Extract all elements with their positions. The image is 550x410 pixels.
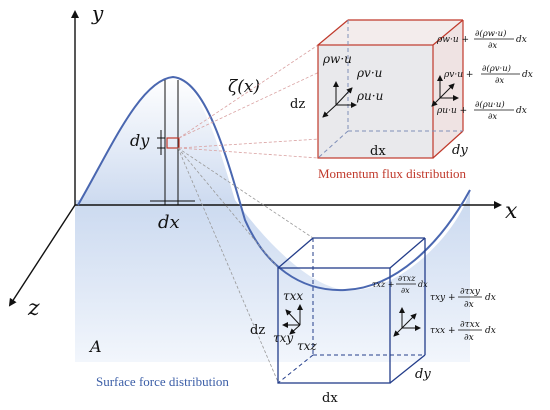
momentum-left-term-u: ρu·u <box>356 89 383 103</box>
surface-caption: Surface force distribution <box>96 374 229 389</box>
svg-text:τxx +: τxx + <box>430 326 456 336</box>
element-dy-label: dy <box>130 131 150 150</box>
surface-left-txy: τxy <box>273 331 293 345</box>
fluid-region <box>75 190 470 362</box>
svg-text:∂τxx: ∂τxx <box>460 320 480 330</box>
surface-left-txz: τxz <box>297 339 317 353</box>
x-axis-label: x <box>505 199 518 224</box>
svg-text:∂(ρw·u): ∂(ρw·u) <box>475 28 506 39</box>
svg-text:∂x: ∂x <box>495 76 504 86</box>
momentum-left-arrow-z <box>322 104 337 118</box>
svg-text:∂(ρv·u): ∂(ρv·u) <box>482 63 511 74</box>
svg-text:dx: dx <box>516 106 527 116</box>
svg-text:dx: dx <box>522 70 533 80</box>
z-axis <box>8 204 76 307</box>
curve-label: ζ(x) <box>228 77 260 97</box>
svg-text:dx: dx <box>516 35 527 45</box>
momentum-left-term-v: ρv·u <box>356 66 382 80</box>
svg-text:∂x: ∂x <box>488 41 497 51</box>
surface-right-arrow-z <box>393 327 403 337</box>
surface-left-arrow-z <box>289 324 301 335</box>
region-label: A <box>88 337 102 356</box>
momentum-box: ρw·u ρv·u ρu·u ρw·u + ∂(ρw·u) ∂x dx ρv·u… <box>290 19 533 159</box>
wave-crest-fill <box>78 77 235 205</box>
surface-left-arrow-diag <box>285 309 301 326</box>
momentum-dx-label: dx <box>370 144 386 159</box>
svg-text:ρu·u +: ρu·u + <box>436 106 467 116</box>
z-axis-label: z <box>27 296 40 321</box>
surface-dz-label: dz <box>250 323 265 338</box>
surface-right-arrow-diag <box>401 313 417 329</box>
momentum-caption: Momentum flux distribution <box>318 166 467 181</box>
free-surface-curve <box>77 75 471 292</box>
svg-text:τxz +: τxz + <box>372 280 394 289</box>
svg-text:ρw·u +: ρw·u + <box>436 35 469 45</box>
momentum-right-term-v: ρv·u + ∂(ρv·u) ∂x dx <box>443 63 533 86</box>
momentum-right-term-u: ρu·u + ∂(ρu·u) ∂x dx <box>436 99 527 122</box>
svg-text:dx: dx <box>418 280 428 289</box>
momentum-left-term-w: ρw·u <box>322 52 352 66</box>
svg-text:∂(ρu·u): ∂(ρu·u) <box>475 99 505 110</box>
surface-leaders <box>177 147 314 383</box>
svg-text:∂x: ∂x <box>464 333 474 343</box>
surface-right-term-xy: τxy + ∂τxy ∂x dx <box>430 287 496 310</box>
surface-left-txx: τxx <box>283 289 303 303</box>
surface-right-term-xx: τxx + ∂τxx ∂x dx <box>430 320 496 343</box>
surface-dx-label: dx <box>322 391 338 406</box>
momentum-right-arrow-diag <box>439 83 455 99</box>
surface-dy-label: dy <box>415 367 431 382</box>
fluid-element <box>166 137 180 149</box>
svg-text:∂x: ∂x <box>488 112 497 122</box>
surface-right-term-xz: τxz + ∂τxz ∂x dx <box>372 274 428 295</box>
svg-text:τxy +: τxy + <box>430 293 456 303</box>
momentum-right-arrow-z <box>431 97 441 107</box>
svg-text:∂τxy: ∂τxy <box>460 287 481 297</box>
surface-box: τxx τxy τxz τxz + ∂τxz ∂x dx τxy + ∂τxy … <box>250 237 496 406</box>
momentum-dy-label: dy <box>452 143 468 158</box>
momentum-left-arrow-diag <box>335 87 353 106</box>
svg-text:ρv·u +: ρv·u + <box>443 70 473 80</box>
element-dx-label: dx <box>158 212 180 233</box>
svg-text:∂x: ∂x <box>464 300 474 310</box>
svg-text:dx: dx <box>485 326 496 336</box>
svg-text:dx: dx <box>485 293 496 303</box>
svg-text:∂τxz: ∂τxz <box>398 274 416 283</box>
momentum-right-term-w: ρw·u + ∂(ρw·u) ∂x dx <box>436 28 527 51</box>
y-axis-label: y <box>91 1 104 25</box>
momentum-dz-label: dz <box>290 97 305 112</box>
svg-text:∂x: ∂x <box>401 286 410 295</box>
